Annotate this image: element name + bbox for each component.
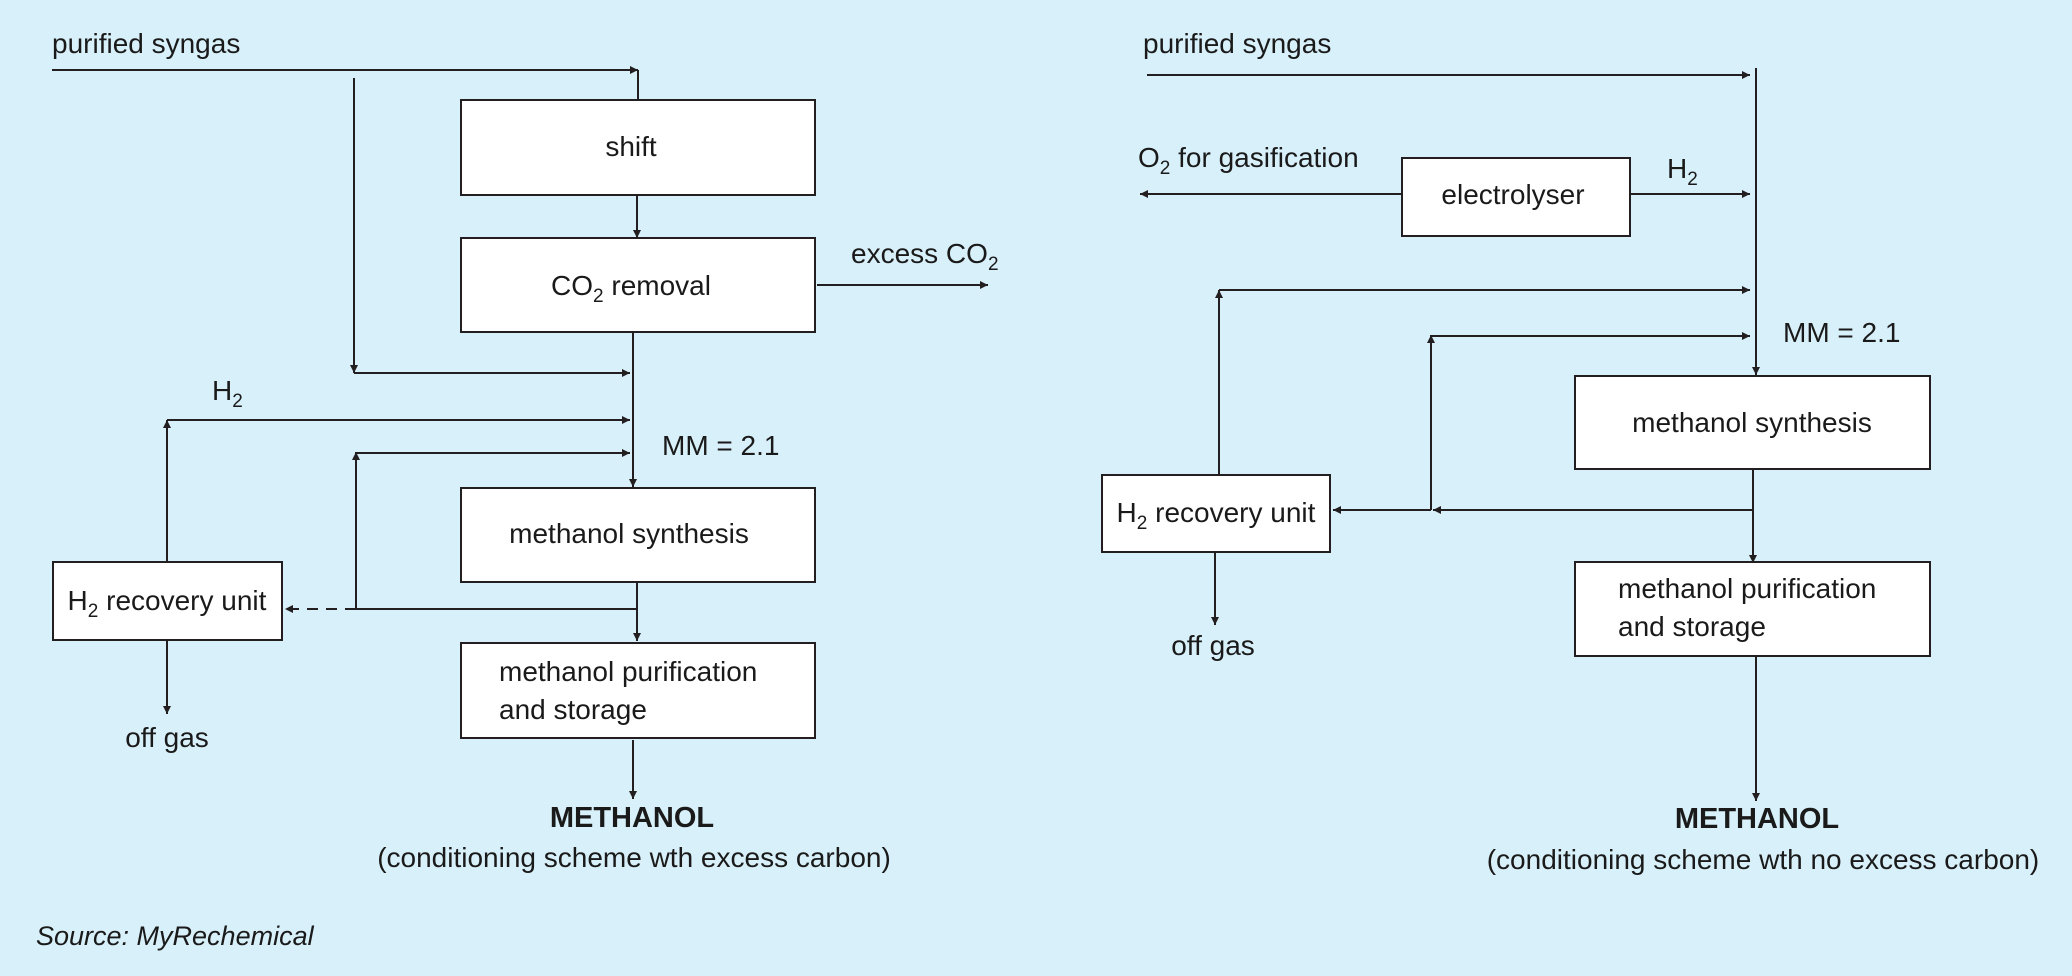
right-h2-recovery-label: H2 recovery unit [1117, 497, 1316, 534]
left-h2-recovery-label: H2 recovery unit [68, 585, 267, 622]
left-methanol-synthesis-label: methanol synthesis [509, 518, 749, 549]
right-o2-label: O2 for gasification [1138, 142, 1359, 179]
source-credit: Source: MyRechemical [36, 921, 315, 951]
right-scheme: purified syngas O2 for gasification elec… [1101, 28, 2040, 875]
right-syngas-label: purified syngas [1143, 28, 1331, 59]
left-product-label: METHANOL [550, 802, 714, 834]
right-h2-label: H2 [1667, 153, 1698, 190]
left-h2-recovery-box [52, 561, 283, 641]
left-methanol-synthesis-box [460, 487, 816, 583]
left-purification-box [460, 642, 816, 739]
left-purification-label-line1: methanol purification [499, 656, 757, 687]
left-excess-co2-label: excess CO2 [851, 238, 999, 275]
left-flow-lines [52, 66, 988, 799]
left-co2-removal-label: CO2 removal [551, 270, 711, 307]
right-mm-label: MM = 2.1 [1783, 317, 1900, 348]
right-purification-label-line2: and storage [1618, 611, 1766, 642]
right-caption: (conditioning scheme wth no excess carbo… [1487, 844, 2040, 875]
left-purification-label-line2: and storage [499, 694, 647, 725]
right-flow-lines [1140, 68, 1760, 801]
left-offgas-label: off gas [125, 722, 209, 753]
right-purification-box [1574, 561, 1931, 657]
left-scheme: purified syngas shift CO2 removal excess… [52, 28, 999, 873]
left-syngas-label: purified syngas [52, 28, 240, 59]
right-product-label: METHANOL [1675, 803, 1839, 835]
right-electrolyser-label: electrolyser [1441, 179, 1584, 210]
left-h2-label: H2 [212, 375, 243, 412]
left-mm-label: MM = 2.1 [662, 430, 779, 461]
right-offgas-label: off gas [1171, 630, 1255, 661]
right-purification-label-line1: methanol purification [1618, 573, 1876, 604]
right-methanol-synthesis-label: methanol synthesis [1632, 407, 1872, 438]
right-methanol-synthesis-box [1574, 375, 1931, 470]
left-caption: (conditioning scheme wth excess carbon) [377, 842, 891, 873]
left-shift-box [460, 99, 816, 196]
right-electrolyser-box [1401, 157, 1631, 237]
left-shift-label: shift [605, 131, 657, 162]
left-co2-removal-box [460, 237, 816, 333]
right-h2-recovery-box [1101, 474, 1331, 553]
